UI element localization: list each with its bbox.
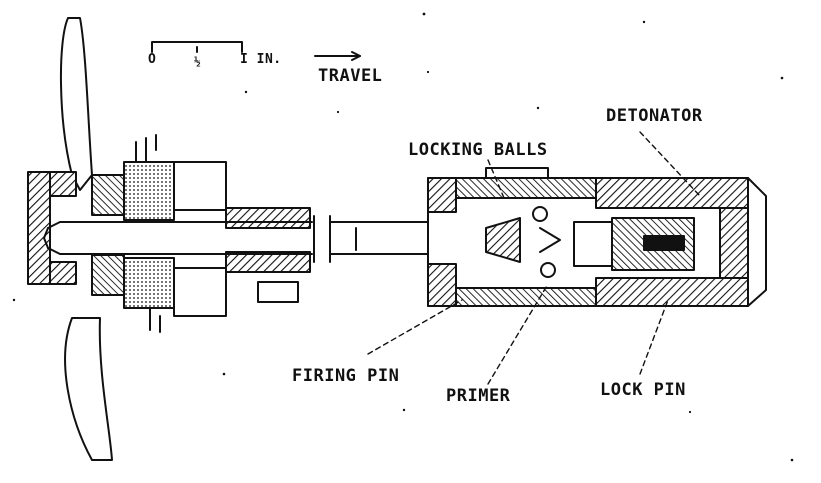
leader-lines	[367, 131, 701, 385]
locking-balls	[532, 206, 556, 278]
travel-arrow	[314, 51, 361, 61]
mounting-flange	[59, 17, 113, 461]
scale-bar	[151, 41, 243, 53]
scale-inch-label: I IN.	[240, 52, 282, 67]
travel-label: TRAVEL	[318, 66, 383, 86]
scan-specks	[12, 12, 794, 462]
detonator-label: DETONATOR	[606, 106, 703, 126]
firing-pin-label: FIRING PIN	[292, 366, 400, 386]
scale-half-label: ½	[194, 55, 202, 68]
scale-zero-label: O	[148, 52, 157, 67]
detonator-housing	[427, 167, 767, 307]
primer-label: PRIMER	[446, 386, 511, 406]
lock-pin-label: LOCK PIN	[600, 380, 686, 400]
initiator-housing	[27, 134, 311, 333]
locking-balls-label: LOCKING BALLS	[408, 140, 548, 160]
